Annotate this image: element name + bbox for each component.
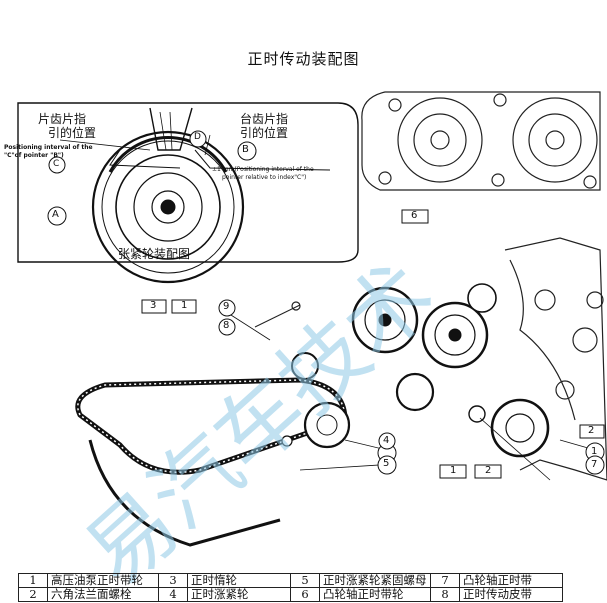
engine-block-top — [361, 91, 601, 191]
callout-2-right: 2 — [588, 425, 595, 436]
legend-number: 8 — [430, 587, 460, 602]
callout-9: 9 — [223, 301, 230, 312]
inset-label-a: A — [52, 209, 59, 220]
callout-1-top: 1 — [181, 300, 188, 311]
page-title: 正时传动装配图 — [247, 50, 360, 68]
inset-label-circles — [47, 130, 257, 226]
inset-label-c: C — [53, 159, 60, 169]
callout-1-bottom: 1 — [450, 465, 457, 476]
legend-number: 7 — [430, 573, 460, 588]
callout-5: 5 — [383, 458, 390, 469]
legend-number: 5 — [290, 573, 320, 588]
legend-part-name: 正时传动皮带 — [459, 587, 563, 602]
inset-right-heading: 台齿片指 — [240, 112, 289, 126]
legend-number: 2 — [18, 587, 48, 602]
timing-belt — [75, 377, 348, 547]
legend-part-name: 凸轮轴正时带轮 — [319, 587, 431, 602]
legend-number: 4 — [158, 587, 188, 602]
legend-number: 1 — [18, 573, 48, 588]
callout-1-right: 1 — [591, 446, 598, 457]
engine-front-cover — [254, 237, 607, 481]
inset-note-left: Positioning interval of the — [4, 144, 93, 151]
inset-left-heading-2: 引的位置 — [48, 126, 97, 140]
inset-note-left-2: "C"of pointer "B") — [4, 152, 64, 159]
inset-note-right: ±1 mm(Positioning interval of the — [212, 166, 314, 173]
inset-note-right-2: pointer relative to index"C") — [222, 174, 307, 181]
inset-label-b: B — [242, 144, 249, 155]
legend-part-name: 正时涨紧轮 — [187, 587, 291, 602]
legend-part-name: 正时惰轮 — [187, 573, 291, 588]
inset-right-heading-2: 引的位置 — [240, 126, 289, 140]
callout-3: 3 — [150, 300, 157, 311]
legend-part-name: 正时涨紧轮紧固螺母 — [319, 573, 431, 588]
callout-4: 4 — [383, 435, 390, 446]
tensioner-inset — [17, 102, 359, 284]
legend-part-name: 六角法兰面螺栓 — [47, 587, 159, 602]
callout-8: 8 — [223, 320, 230, 331]
inset-caption: 张紧轮装配图 — [118, 247, 191, 261]
legend-number: 6 — [290, 587, 320, 602]
callout-2: 2 — [485, 465, 492, 476]
legend-part-name: 凸轮轴正时带 — [459, 573, 563, 588]
inset-label-d: D — [194, 132, 201, 142]
callout-7: 7 — [591, 459, 598, 470]
pulleys — [281, 283, 550, 458]
inset-left-heading: 片齿片指 — [38, 112, 87, 126]
legend-number: 3 — [158, 573, 188, 588]
callout-6: 6 — [411, 210, 418, 221]
callout-markers — [141, 209, 605, 479]
legend-part-name: 高压油泵正时带轮 — [47, 573, 159, 588]
